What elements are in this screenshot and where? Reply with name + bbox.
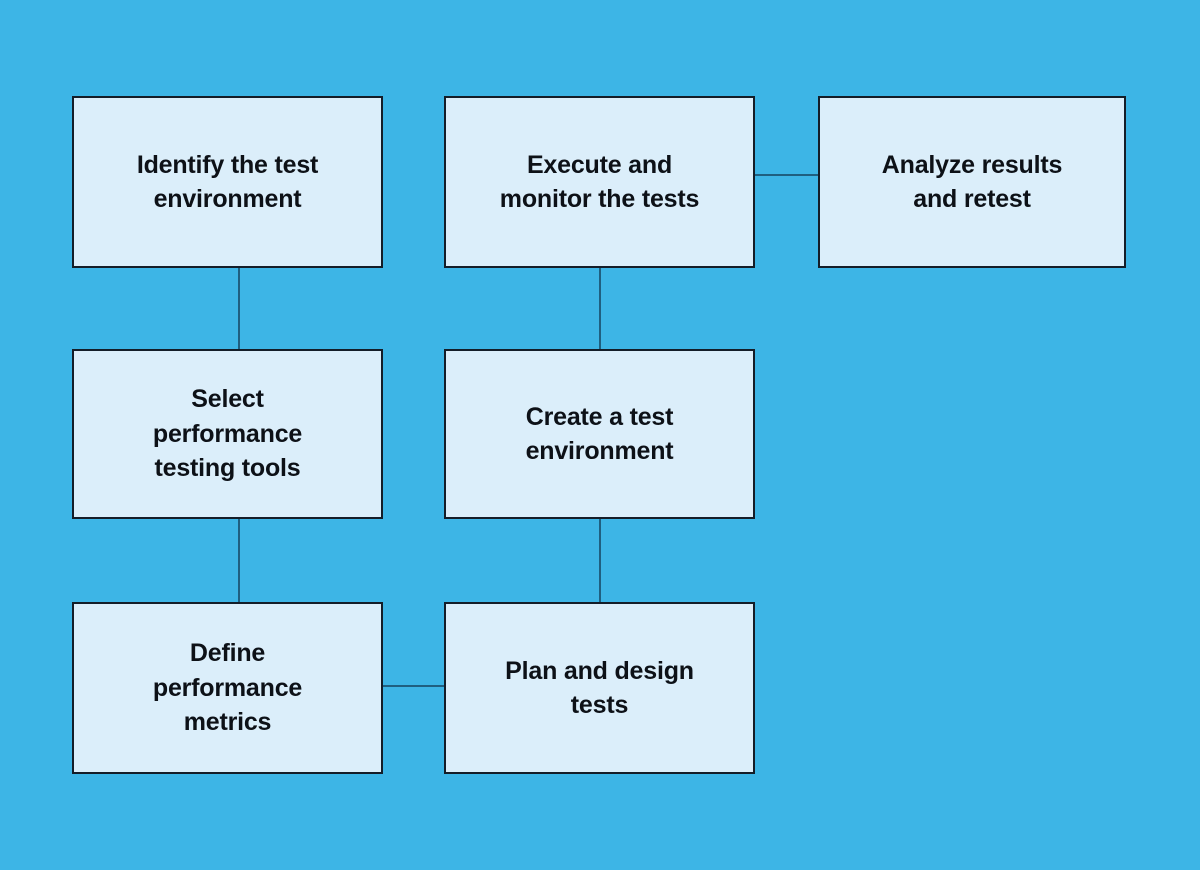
connector-execute-to-analyze	[755, 174, 818, 176]
connector-create-to-execute	[599, 268, 601, 349]
node-define-performance-metrics[interactable]: Define performance metrics	[72, 602, 383, 774]
node-identify-test-environment[interactable]: Identify the test environment	[72, 96, 383, 268]
connector-define-to-plan	[383, 685, 444, 687]
node-plan-design-tests[interactable]: Plan and design tests	[444, 602, 755, 774]
node-execute-monitor-tests[interactable]: Execute and monitor the tests	[444, 96, 755, 268]
node-select-performance-tools[interactable]: Select performance testing tools	[72, 349, 383, 519]
node-label: Create a test environment	[525, 402, 674, 466]
node-analyze-results-retest[interactable]: Analyze results and retest	[818, 96, 1126, 268]
connector-identify-to-select	[238, 268, 240, 349]
node-label: Analyze results and retest	[881, 150, 1063, 214]
connector-select-to-define	[238, 519, 240, 602]
node-create-test-environment[interactable]: Create a test environment	[444, 349, 755, 519]
node-label: Define performance metrics	[152, 639, 303, 737]
node-label: Execute and monitor the tests	[499, 150, 700, 214]
node-label: Identify the test environment	[136, 150, 319, 214]
node-label: Select performance testing tools	[152, 385, 303, 483]
connector-plan-to-create	[599, 519, 601, 602]
node-label: Plan and design tests	[505, 656, 694, 720]
